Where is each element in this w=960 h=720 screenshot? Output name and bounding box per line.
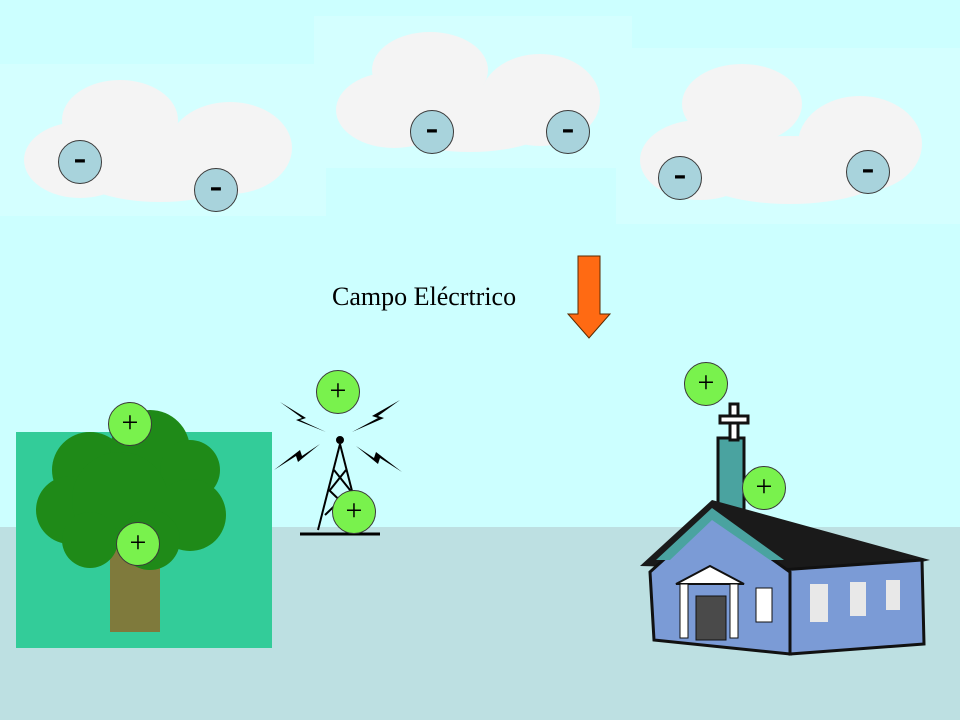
- church: [640, 402, 930, 656]
- electric-field-label: Campo Elécrtrico: [332, 282, 517, 311]
- positive-charge: +: [332, 490, 376, 534]
- positive-charge: +: [116, 522, 160, 566]
- positive-charge: +: [108, 402, 152, 446]
- negative-charge: -: [194, 167, 238, 212]
- cloud-left: [24, 80, 292, 202]
- positive-charge: +: [316, 370, 360, 414]
- negative-charge: -: [410, 109, 454, 154]
- negative-charge: -: [58, 139, 102, 184]
- negative-charge: -: [846, 149, 890, 194]
- negative-charge: -: [658, 155, 702, 200]
- positive-charge: +: [742, 466, 786, 510]
- negative-charge: -: [546, 109, 590, 154]
- field-arrow: [566, 255, 612, 339]
- positive-charge: +: [684, 362, 728, 406]
- cloud-right: [640, 64, 922, 204]
